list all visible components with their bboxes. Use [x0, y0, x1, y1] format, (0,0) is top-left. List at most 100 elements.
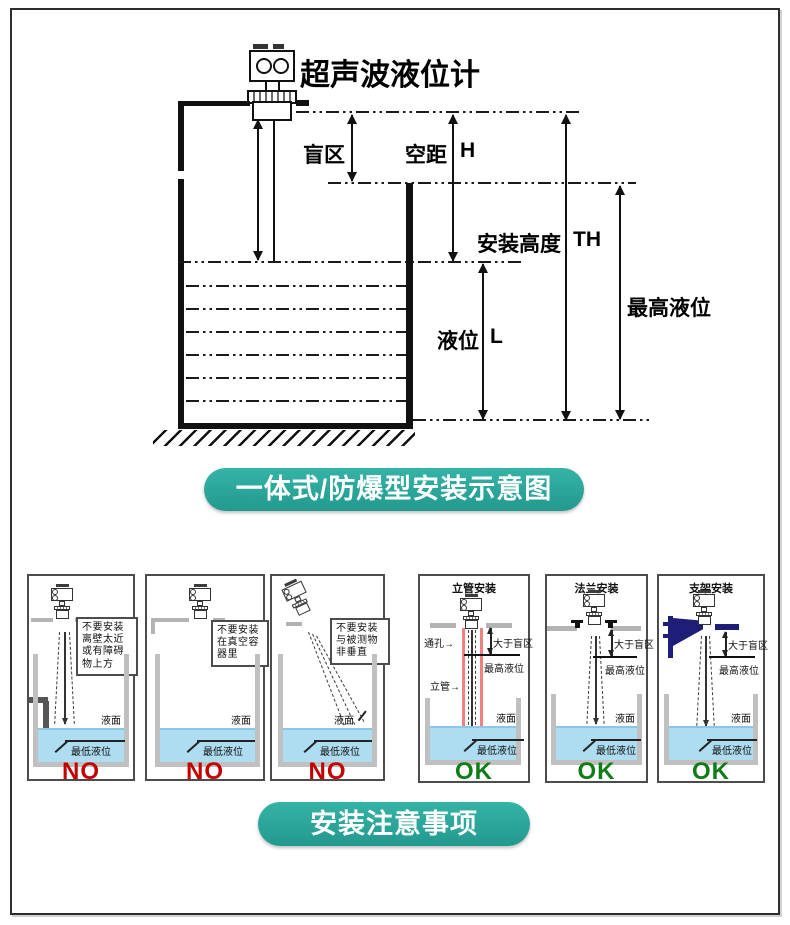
banner-integrated-type: 一体式/防爆型安装示意图 — [204, 468, 584, 511]
tank-left-wall — [178, 101, 184, 428]
label-min-level: 最低液位 — [712, 746, 752, 757]
dim-arrow-gt-blind — [722, 631, 728, 657]
note-line: 不要安装 — [217, 625, 259, 636]
liquid-line — [186, 377, 406, 379]
tank-bottom-line — [413, 419, 649, 421]
warning-note: 不要安装 与被测物 非垂直 — [330, 618, 390, 665]
label-min-level: 最低液位 — [203, 747, 243, 758]
sensor-horn — [55, 610, 69, 619]
tank-right-wall — [516, 698, 521, 764]
sensor-cap — [55, 584, 69, 587]
label-liquid-surface: 液面 — [731, 714, 751, 725]
tank-right-wall — [372, 654, 377, 766]
min-level-line — [314, 740, 372, 742]
beam-center-arrow — [703, 636, 708, 727]
min-level-line — [197, 740, 255, 742]
label-install-height-symbol: TH — [573, 228, 601, 251]
tank-bottom — [33, 762, 129, 767]
sensor-collar — [696, 612, 712, 616]
sensor-horn — [193, 610, 207, 619]
verdict-no: NO — [62, 758, 100, 785]
verdict-no: NO — [308, 758, 347, 785]
sensor-face-line — [296, 111, 581, 113]
panel-title: 立管安装 — [452, 583, 496, 595]
sensor-eye-icon — [461, 599, 467, 605]
tank-bottom — [664, 760, 758, 765]
flange-bolt — [571, 620, 583, 623]
label-min-level: 最低液位 — [477, 746, 517, 757]
ultrasonic-sensor-mini — [583, 590, 605, 625]
tank-right-wall — [255, 654, 260, 766]
sensor-cap-mark — [273, 44, 284, 49]
dim-arrow-gt-blind — [608, 629, 614, 657]
sensor-eye-icon — [694, 601, 700, 607]
panel-ok-flange: 法兰安装 大于盲区 最高液位 液面 最低液位 OK — [545, 574, 654, 785]
flange-plate — [430, 623, 456, 628]
standpipe-right — [480, 628, 483, 744]
sensor-transducer-eye-icon — [273, 58, 289, 74]
image-border-frame — [10, 8, 780, 915]
note-line: 离壁太近 — [82, 634, 124, 646]
beam-dashed — [475, 630, 476, 730]
beam-center-arrow — [469, 630, 474, 735]
tank-right-wall — [637, 694, 642, 764]
label-through-hole: 通孔→ — [424, 639, 454, 650]
sensor-cap — [193, 584, 207, 587]
label-gt-blind-zone: 大于盲区 — [728, 641, 768, 652]
sensor-head — [249, 50, 295, 82]
ceiling-wall — [31, 618, 53, 622]
flange-plate — [547, 626, 577, 631]
dim-arrow-blind-zone — [347, 114, 357, 182]
sensor-collar — [192, 606, 208, 610]
liquid-surface-line — [178, 261, 521, 263]
tank-right-wall — [124, 654, 129, 766]
min-level-line — [65, 740, 125, 742]
sensor-neck — [197, 601, 203, 606]
ground-hatch — [153, 430, 415, 446]
tank-bottom — [278, 762, 377, 767]
max-level-mark — [593, 656, 637, 658]
dim-arrow-level — [478, 263, 488, 420]
sensor-eye-icon — [461, 605, 467, 611]
note-line: 与被测物 — [336, 635, 378, 647]
sensor-horn — [464, 620, 478, 629]
label-liquid-surface: 液面 — [334, 716, 354, 727]
label-gt-blind-zone: 大于盲区 — [493, 639, 533, 650]
dim-arrow-install-height — [561, 114, 571, 421]
label-standpipe: 立管→ — [430, 682, 460, 693]
beam-dashed — [599, 635, 605, 724]
wall-break — [177, 171, 185, 179]
note-line: 物上方 — [82, 658, 114, 670]
label-blind-zone: 盲区 — [303, 144, 345, 167]
sensor-eye-icon — [285, 593, 294, 602]
ceiling-wall — [151, 618, 155, 634]
label-liquid-surface: 液面 — [101, 716, 121, 727]
sensor-transducer-eye-icon — [256, 58, 272, 74]
sensor-neck — [468, 611, 474, 616]
dim-arrow-air-gap — [448, 114, 458, 262]
ultrasonic-sensor-mini — [51, 584, 73, 619]
sensor-eye-icon — [584, 601, 590, 607]
sensor-horn — [587, 616, 601, 625]
label-level: 液位 — [437, 330, 479, 353]
panel-title: 法兰安装 — [574, 583, 619, 595]
sensor-cap — [587, 590, 601, 593]
label-max-level: 最高液位 — [605, 666, 645, 677]
label-liquid-surface: 液面 — [231, 716, 251, 727]
label-gt-blind-zone: 大于盲区 — [614, 640, 654, 651]
beam-dashed — [69, 631, 75, 724]
ultrasonic-sensor-mini — [460, 594, 482, 629]
label-min-level: 最低液位 — [320, 747, 360, 758]
tank-right-wall — [753, 694, 758, 764]
mount-plate — [715, 624, 739, 630]
sensor-eye-icon — [584, 595, 590, 601]
label-liquid-surface: 液面 — [615, 714, 635, 725]
ultrasonic-sensor-mini — [189, 584, 211, 619]
note-line: 非垂直 — [336, 647, 368, 659]
sensor-head — [583, 594, 605, 607]
obstacle-pipe — [29, 697, 48, 703]
bracket-bolt — [663, 634, 668, 638]
panel-no-vacuum-vessel: 不要安装 在真空容 器里 液面 最低液位 NO — [145, 574, 269, 785]
tank-bottom-wall — [178, 423, 413, 429]
